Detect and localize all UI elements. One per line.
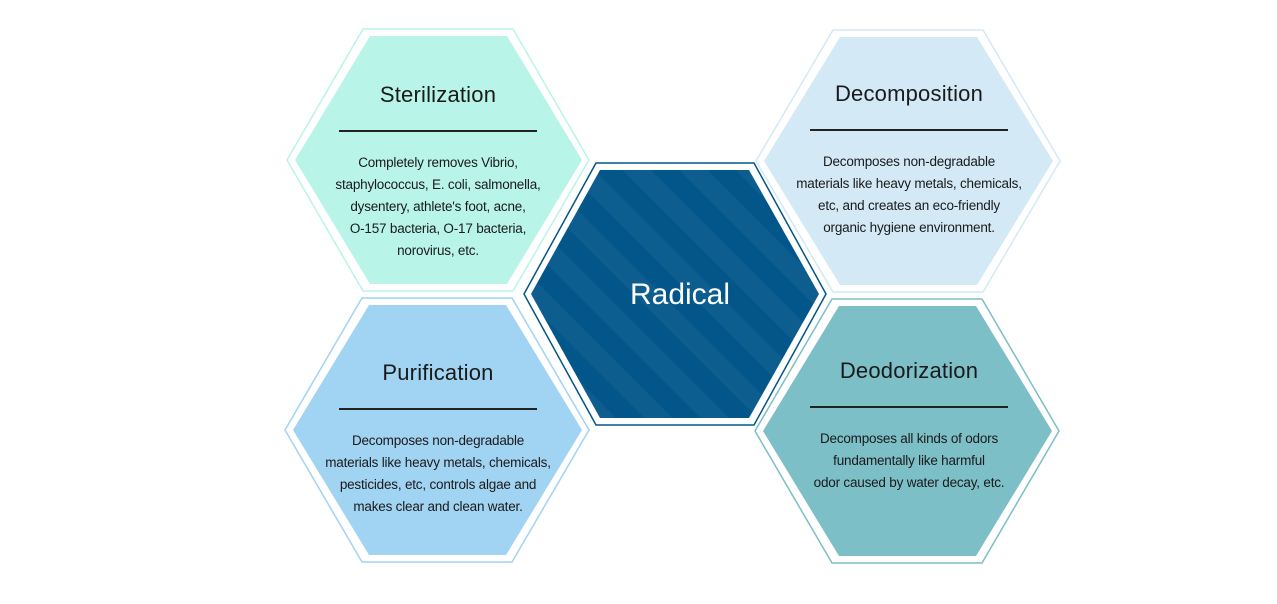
sterilization-divider xyxy=(339,130,537,132)
hexagon-radical-texture xyxy=(531,170,819,418)
purification-divider xyxy=(339,408,537,410)
hexagon-sterilization-fill xyxy=(295,36,582,284)
deodorization-divider xyxy=(810,406,1008,408)
radical-label: Radical xyxy=(629,278,731,311)
hexagon-radical xyxy=(523,162,827,426)
decomposition-divider xyxy=(810,129,1008,131)
hexagon-purification-fill xyxy=(293,305,582,555)
decomposition-title: Decomposition xyxy=(834,81,984,106)
purification-title: Purification xyxy=(382,360,494,385)
purification-description: Decomposes non-degradable materials like… xyxy=(325,433,551,514)
hexagon-deodorization-fill xyxy=(763,306,1052,556)
deodorization-text-block: Deodorization Decomposes all kinds of od… xyxy=(778,354,1040,494)
sterilization-title: Sterilization xyxy=(379,82,497,107)
hexagon-sterilization xyxy=(286,28,590,292)
decomposition-text-block: Decomposition Decomposes non-degradable … xyxy=(778,77,1040,239)
sterilization-text-block: Sterilization Completely removes Vibrio,… xyxy=(318,78,558,262)
hexagon-decomposition xyxy=(755,29,1061,293)
sterilization-description: Completely removes Vibrio, staphylococcu… xyxy=(335,155,541,258)
hexagon-deodorization xyxy=(754,298,1060,564)
hexagon-deodorization-outline xyxy=(754,298,1060,564)
hexagon-decomposition-fill xyxy=(764,37,1053,285)
hexagon-purification xyxy=(284,297,590,563)
hexagon-sterilization-outline xyxy=(286,28,590,292)
decomposition-description: Decomposes non-degradable materials like… xyxy=(796,154,1022,235)
deodorization-description: Decomposes all kinds of odors fundamenta… xyxy=(813,431,1005,490)
hexagon-decomposition-outline xyxy=(755,29,1061,293)
purification-text-block: Purification Decomposes non-degradable m… xyxy=(307,356,569,518)
hexagon-radical-outline xyxy=(523,162,827,426)
deodorization-title: Deodorization xyxy=(839,358,979,383)
hexagon-purification-outline xyxy=(284,297,590,563)
